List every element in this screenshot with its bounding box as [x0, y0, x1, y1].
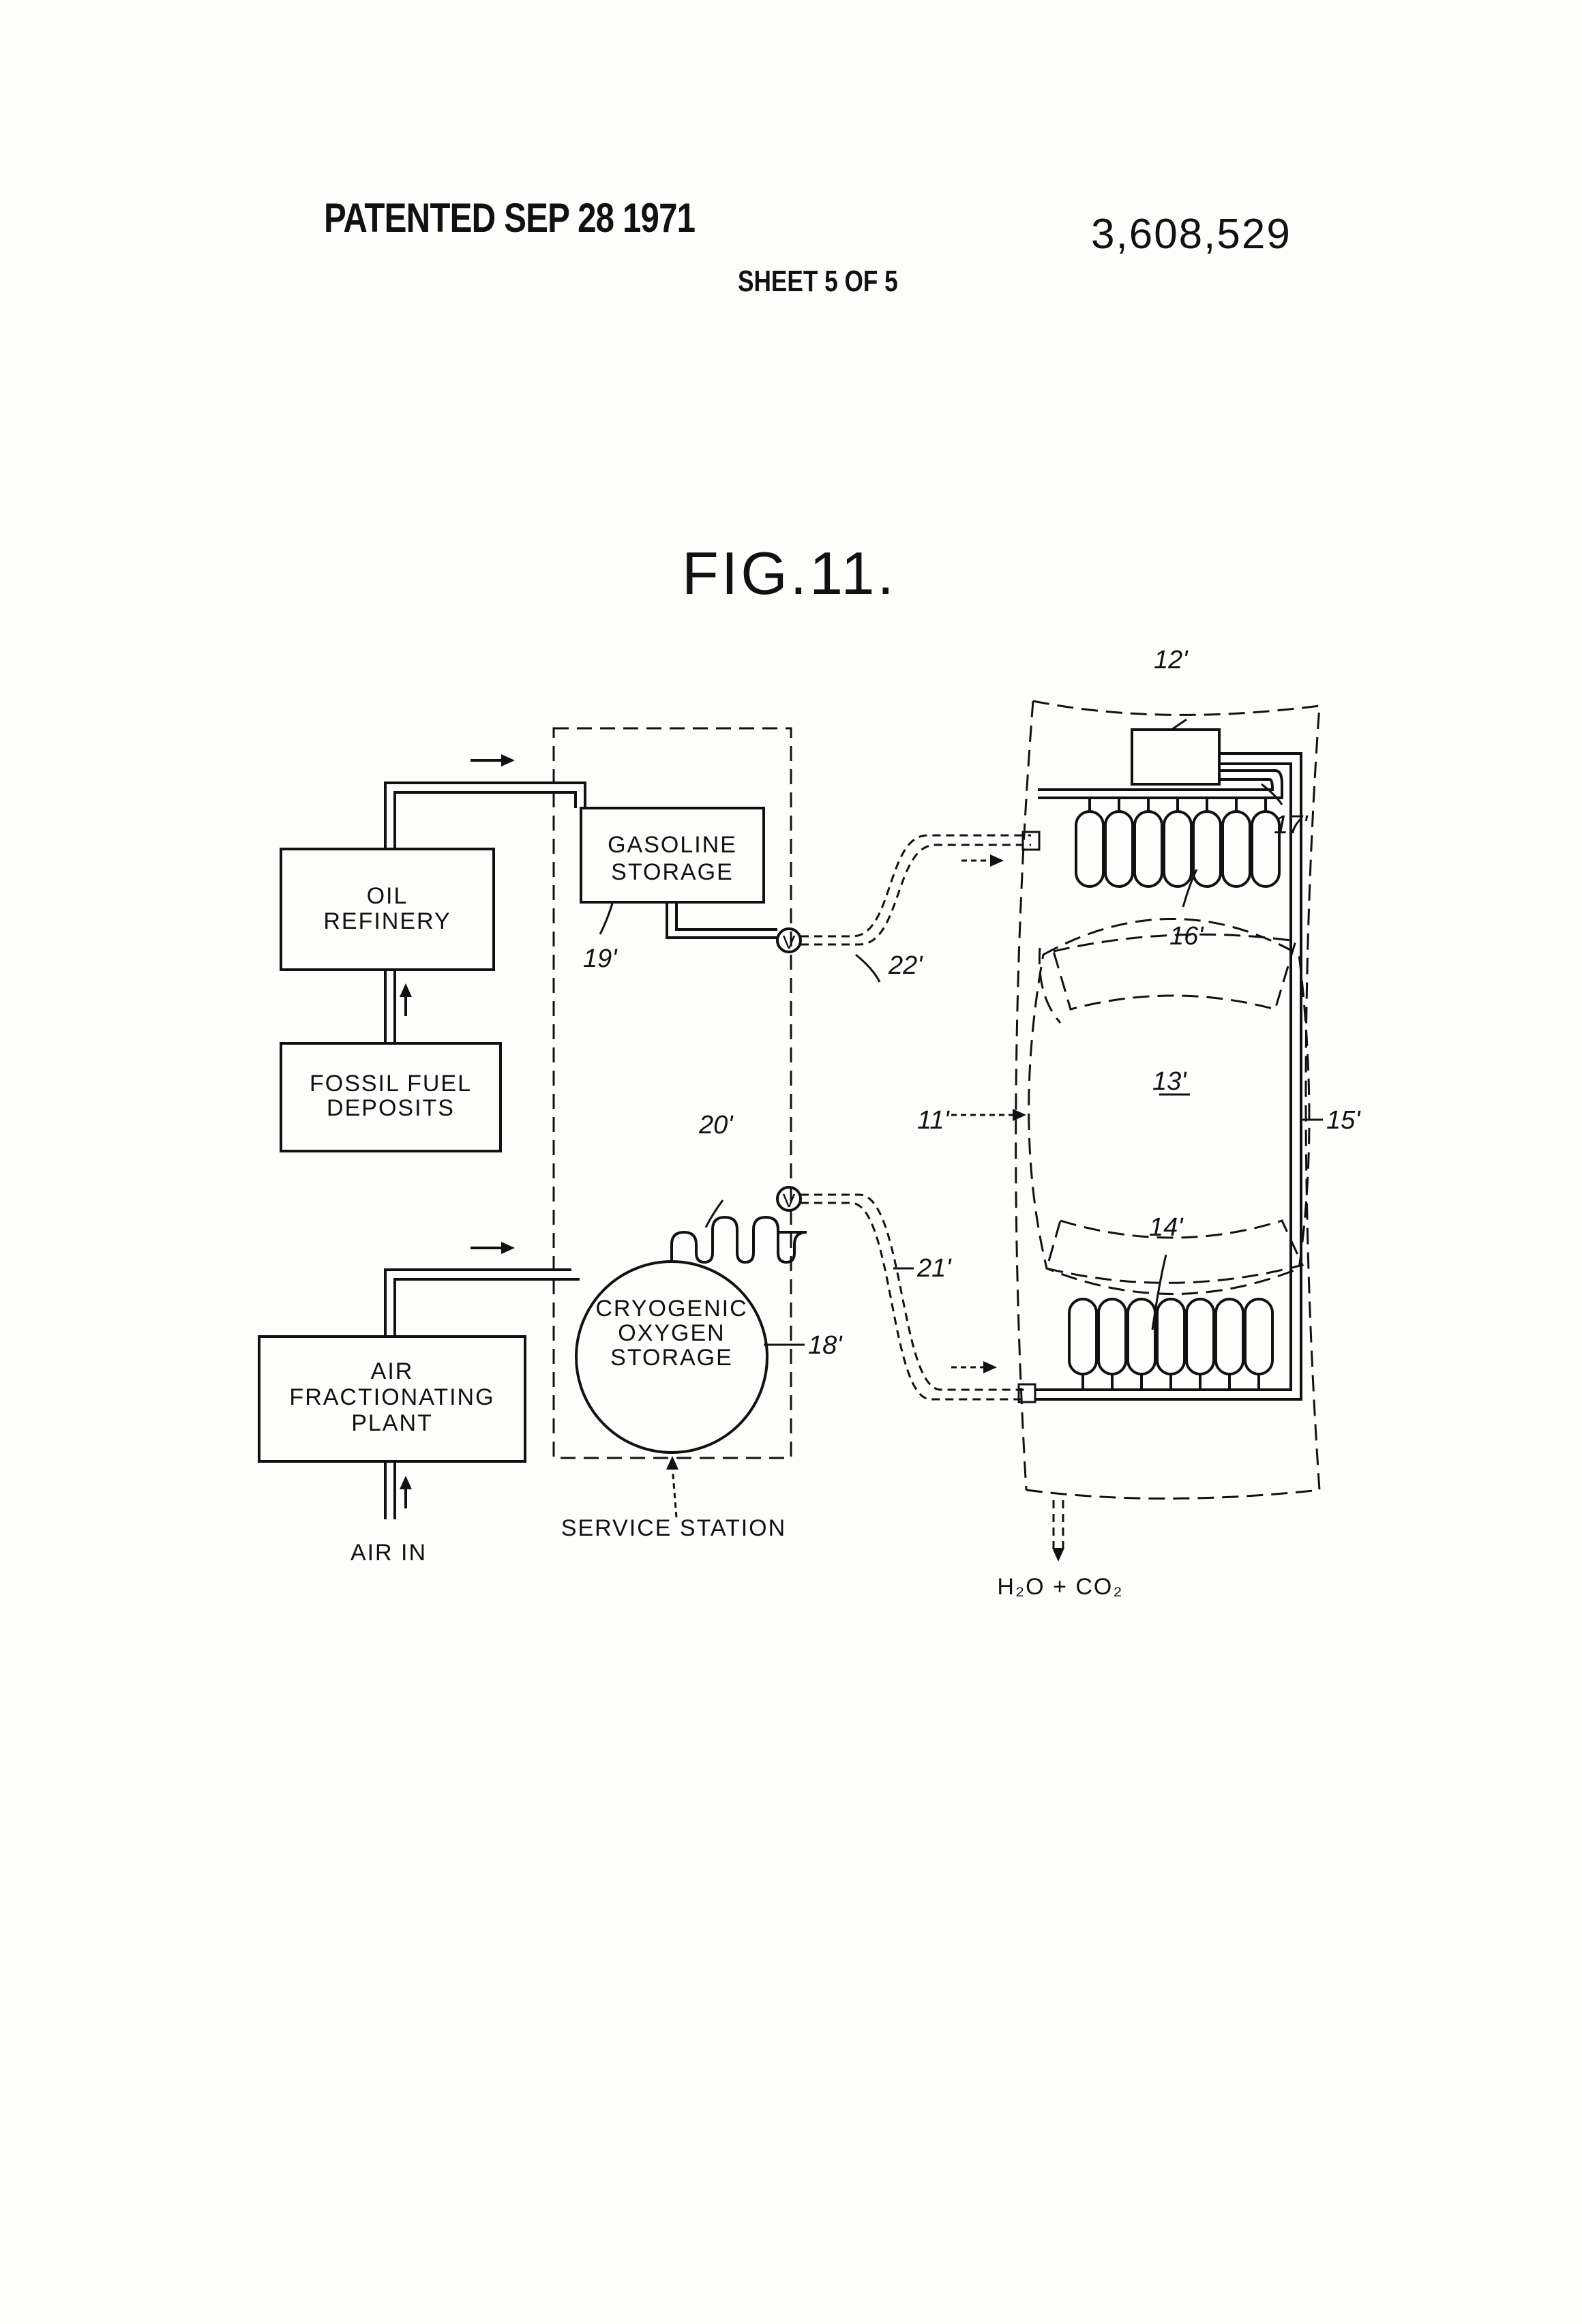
oxygen-valve-label: V — [783, 1190, 796, 1211]
gasoline-line1: GASOLINE — [608, 832, 737, 858]
oil-refinery-line1: OIL — [367, 883, 408, 909]
ref-22: 22' — [888, 951, 923, 980]
ref-16: 16' — [1169, 922, 1204, 951]
transfer-lines — [801, 835, 1031, 1399]
oil-refinery-line2: REFINERY — [323, 908, 451, 934]
ref-21: 21' — [916, 1254, 952, 1283]
gasoline-line2: STORAGE — [611, 859, 734, 885]
ref-13: 13' — [1152, 1067, 1187, 1096]
ref-12: 12' — [1154, 646, 1189, 674]
air-in-label: AIR IN — [350, 1540, 427, 1566]
cryogenic-line2: OXYGEN — [618, 1320, 725, 1346]
air-plant-line1: AIR — [371, 1358, 414, 1384]
service-station-label: SERVICE STATION — [561, 1515, 786, 1541]
ref-18: 18' — [808, 1331, 843, 1360]
air-plant-line2: FRACTIONATING — [289, 1384, 494, 1410]
fossil-fuel-line1: FOSSIL FUEL — [310, 1071, 472, 1097]
exhaust-label: H₂O + CO₂ — [997, 1574, 1123, 1600]
ref-14: 14' — [1149, 1213, 1184, 1242]
coil-20 — [672, 1217, 807, 1262]
ref-19: 19' — [583, 944, 618, 973]
lower-tanks-14 — [1069, 1299, 1272, 1390]
gasoline-valve-label: V — [783, 932, 796, 953]
cryogenic-line3: STORAGE — [610, 1345, 733, 1371]
fossil-fuel-line2: DEPOSITS — [327, 1095, 455, 1121]
ref-17: 17' — [1274, 811, 1309, 839]
ref-11: 11' — [917, 1106, 950, 1135]
ref-15: 15' — [1326, 1106, 1361, 1135]
cryogenic-line1: CRYOGENIC — [595, 1296, 747, 1322]
upper-tanks-16 — [1076, 798, 1279, 887]
ref-20: 20' — [698, 1111, 734, 1139]
engine-box-12 — [1132, 730, 1219, 784]
air-plant-line3: PLANT — [351, 1410, 433, 1436]
